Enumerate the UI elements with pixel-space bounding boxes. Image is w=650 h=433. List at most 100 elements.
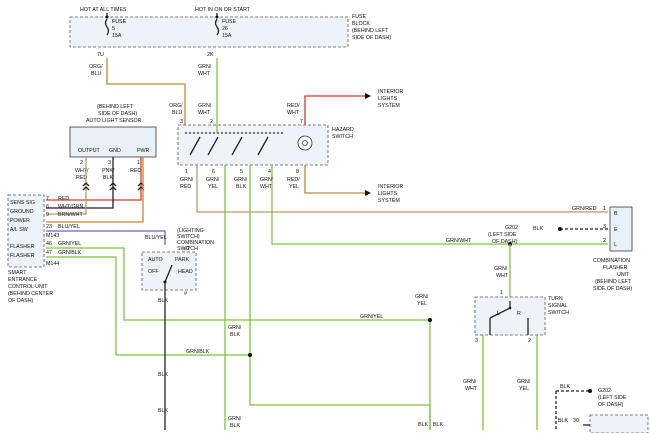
flasher-terminal: B bbox=[614, 211, 618, 217]
wire-grn-blk-unit bbox=[46, 256, 250, 356]
flasher-name: FLASHER bbox=[603, 265, 628, 271]
wire-label: WHT bbox=[260, 184, 273, 190]
wire-label: BLU/YEL bbox=[145, 235, 167, 241]
auto-light-sensor bbox=[69, 126, 157, 158]
flasher-name: UNIT bbox=[617, 272, 630, 278]
fuse-block-title-2: BLOCK bbox=[352, 21, 370, 27]
flasher-name: SIDE OF DASH) bbox=[593, 286, 632, 292]
wire-label: GRN/BLK bbox=[186, 349, 210, 355]
interior-lights-label: INTERIOR bbox=[378, 184, 403, 190]
switch-position: HEAD bbox=[178, 269, 193, 275]
fuse-26-amp: 15A bbox=[222, 33, 232, 39]
smart-entrance-control-unit bbox=[7, 194, 45, 268]
connector-icon bbox=[82, 182, 90, 191]
flasher-terminal: E bbox=[614, 227, 618, 233]
fuse-26-number: 26 bbox=[222, 26, 228, 32]
wire-pnk-blk-sensor bbox=[46, 157, 114, 209]
g202-label: (LEFT SIDE bbox=[598, 395, 627, 401]
wire-label: GRN/ bbox=[180, 177, 194, 183]
fuse-block-title-4: SIDE OF DASH) bbox=[352, 35, 391, 41]
switch-position: PARK bbox=[175, 257, 189, 263]
wire-label: PNK/ bbox=[102, 168, 115, 174]
sensor-pin: 3 bbox=[108, 160, 111, 166]
wire-label: ORG/ bbox=[169, 103, 183, 109]
wire-label: BLK bbox=[433, 422, 443, 428]
turn-pin: 2 bbox=[528, 338, 531, 344]
wire-blu-yel bbox=[46, 230, 166, 245]
wire-label: BLU bbox=[172, 110, 182, 116]
g202-label: G202 bbox=[505, 225, 518, 231]
sensor-pin: 1 bbox=[137, 160, 140, 166]
switch-position: OFF bbox=[148, 269, 159, 275]
interior-lights-label: SYSTEM bbox=[378, 198, 400, 204]
flasher-name: (BEHIND LEFT bbox=[595, 279, 632, 285]
wire-label: GRN/ bbox=[415, 294, 429, 300]
lighting-switch-label: SWITCH bbox=[177, 246, 198, 252]
switch-position: AUTO bbox=[148, 257, 163, 263]
wire-label: BLK bbox=[103, 175, 113, 181]
wire-grn-yel-unit bbox=[46, 247, 431, 430]
seu-name: OF DASH) bbox=[8, 298, 34, 304]
hazard-title: SWITCH bbox=[332, 134, 353, 140]
wire-label: WHT bbox=[198, 71, 211, 77]
sensor-term: GND bbox=[109, 148, 121, 154]
seu-name: SMART bbox=[8, 270, 27, 276]
wire-label: YEL bbox=[208, 184, 218, 190]
seu-pin: 46 bbox=[46, 241, 52, 247]
wire-label: WHT/GRN bbox=[58, 204, 83, 210]
hazard-lamp-icon bbox=[297, 135, 313, 151]
seu-pin: 9 bbox=[46, 212, 49, 218]
wire-label: BLU bbox=[91, 71, 101, 77]
interior-lights-label: SYSTEM bbox=[378, 103, 400, 109]
interior-lights-label: LIGHTS bbox=[378, 191, 398, 197]
g202-label: (LEFT SIDE bbox=[488, 232, 517, 238]
flasher-pin: 2 bbox=[603, 238, 606, 244]
lighting-switch-label: COMBINATION bbox=[177, 240, 214, 246]
seu-pin: 23 bbox=[46, 224, 52, 230]
connector-id: M144 bbox=[46, 261, 59, 267]
seu-row: FLASHER bbox=[10, 253, 35, 259]
seu-row: POWER bbox=[10, 218, 30, 224]
wire-grn-wht-hazard bbox=[271, 165, 608, 245]
wire-org-blu-fuse bbox=[106, 58, 186, 125]
wire-label: BLK bbox=[230, 423, 240, 429]
flasher-pin: 1 bbox=[603, 206, 606, 212]
wire-label: GRN/ bbox=[494, 266, 508, 272]
hazard-pin: 4 bbox=[268, 169, 271, 175]
wire-grn-red bbox=[196, 165, 608, 213]
wire-label: BLK bbox=[230, 332, 240, 338]
sensor-term: OUTPUT bbox=[78, 148, 101, 154]
sensor-pin: 2 bbox=[80, 160, 83, 166]
seu-pin: 7 bbox=[46, 196, 49, 202]
wire-label: BLK bbox=[418, 422, 428, 428]
hazard-pin: 1 bbox=[185, 169, 188, 175]
wire-label: RED bbox=[180, 184, 191, 190]
seu-row: FLASHER bbox=[10, 244, 35, 250]
wire-label: GRN/ bbox=[198, 64, 212, 70]
flasher-pin: 3 bbox=[603, 224, 606, 230]
wire-brn-wht bbox=[46, 157, 144, 223]
wire-label: BLK bbox=[158, 372, 168, 378]
switch-pin: # bbox=[184, 291, 187, 297]
turn-switch-label: SIGNAL bbox=[548, 303, 567, 309]
wire-label: YEL bbox=[289, 184, 299, 190]
fuse-block bbox=[69, 16, 349, 48]
seu-name: CONTROL UNIT bbox=[8, 284, 48, 290]
fuse-5-number: 5 bbox=[112, 26, 115, 32]
wire-label: BLK bbox=[236, 184, 246, 190]
wire-label: GRN/ bbox=[198, 103, 212, 109]
wire-label: WHT bbox=[287, 110, 300, 116]
hazard-pin: 7 bbox=[300, 119, 303, 125]
hazard-pin: 6 bbox=[212, 169, 215, 175]
hazard-contacts bbox=[185, 132, 313, 156]
wire-label: GRN/ bbox=[260, 177, 274, 183]
wire-label: RED/ bbox=[287, 177, 300, 183]
auto-light-sensor-label: (BEHIND LEFT bbox=[97, 104, 134, 110]
fuse-block-title-1: FUSE bbox=[352, 14, 367, 20]
wire-label: WHT bbox=[496, 273, 509, 279]
connector-pin: 30 bbox=[573, 418, 579, 424]
sensor-term: PWR bbox=[137, 148, 150, 154]
wire-label: RED bbox=[76, 175, 87, 181]
turn-switch-label: SWITCH bbox=[548, 310, 569, 316]
